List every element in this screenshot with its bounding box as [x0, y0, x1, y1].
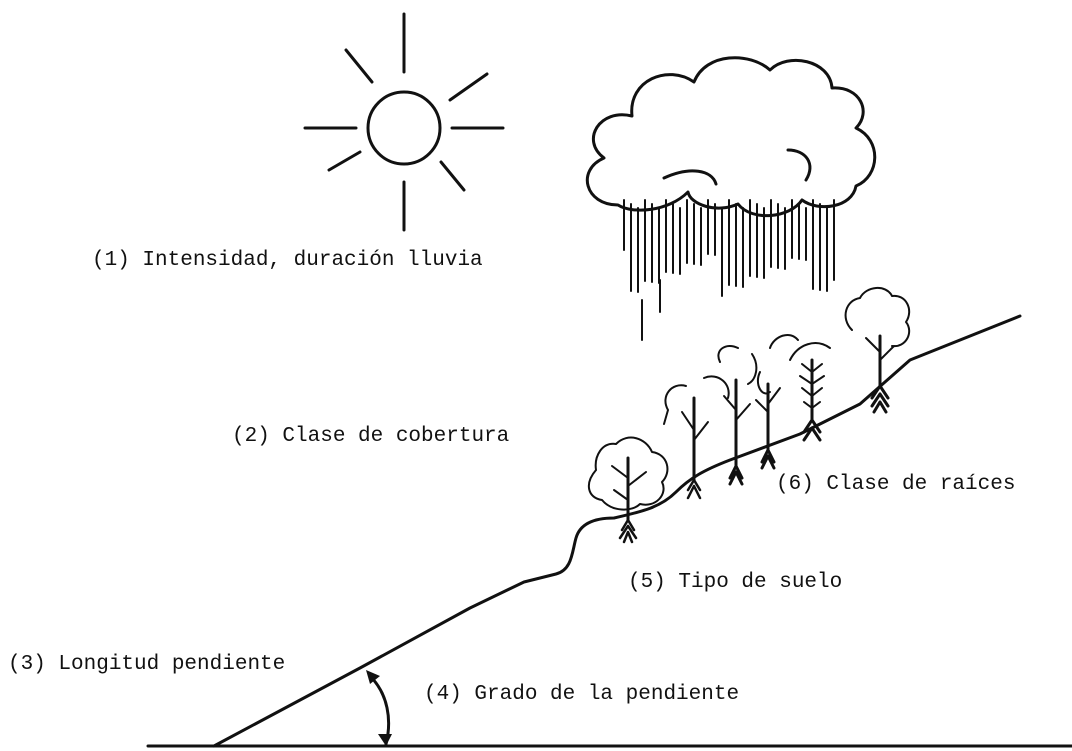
label-cover: (2) Clase de cobertura [232, 425, 510, 448]
tree-icon [844, 287, 911, 414]
slope-profile [212, 314, 1022, 748]
tree-icon [717, 344, 758, 486]
tree-icon [663, 375, 730, 500]
label-rain: (1) Intensidad, duración lluvia [92, 249, 483, 272]
slope-angle-arc [366, 670, 392, 746]
tree-icon [789, 342, 831, 442]
label-soil: (5) Tipo de suelo [628, 571, 843, 594]
label-roots: (6) Clase de raíces [776, 473, 1016, 496]
label-slope-length: (3) Longitud pendiente [8, 653, 286, 676]
vegetation [587, 287, 911, 544]
label-slope-grade: (4) Grado de la pendiente [424, 683, 740, 706]
tree-icon [587, 436, 669, 544]
sun-icon [303, 12, 505, 232]
rain-cloud-icon [585, 56, 877, 341]
tree-icon [755, 333, 799, 470]
